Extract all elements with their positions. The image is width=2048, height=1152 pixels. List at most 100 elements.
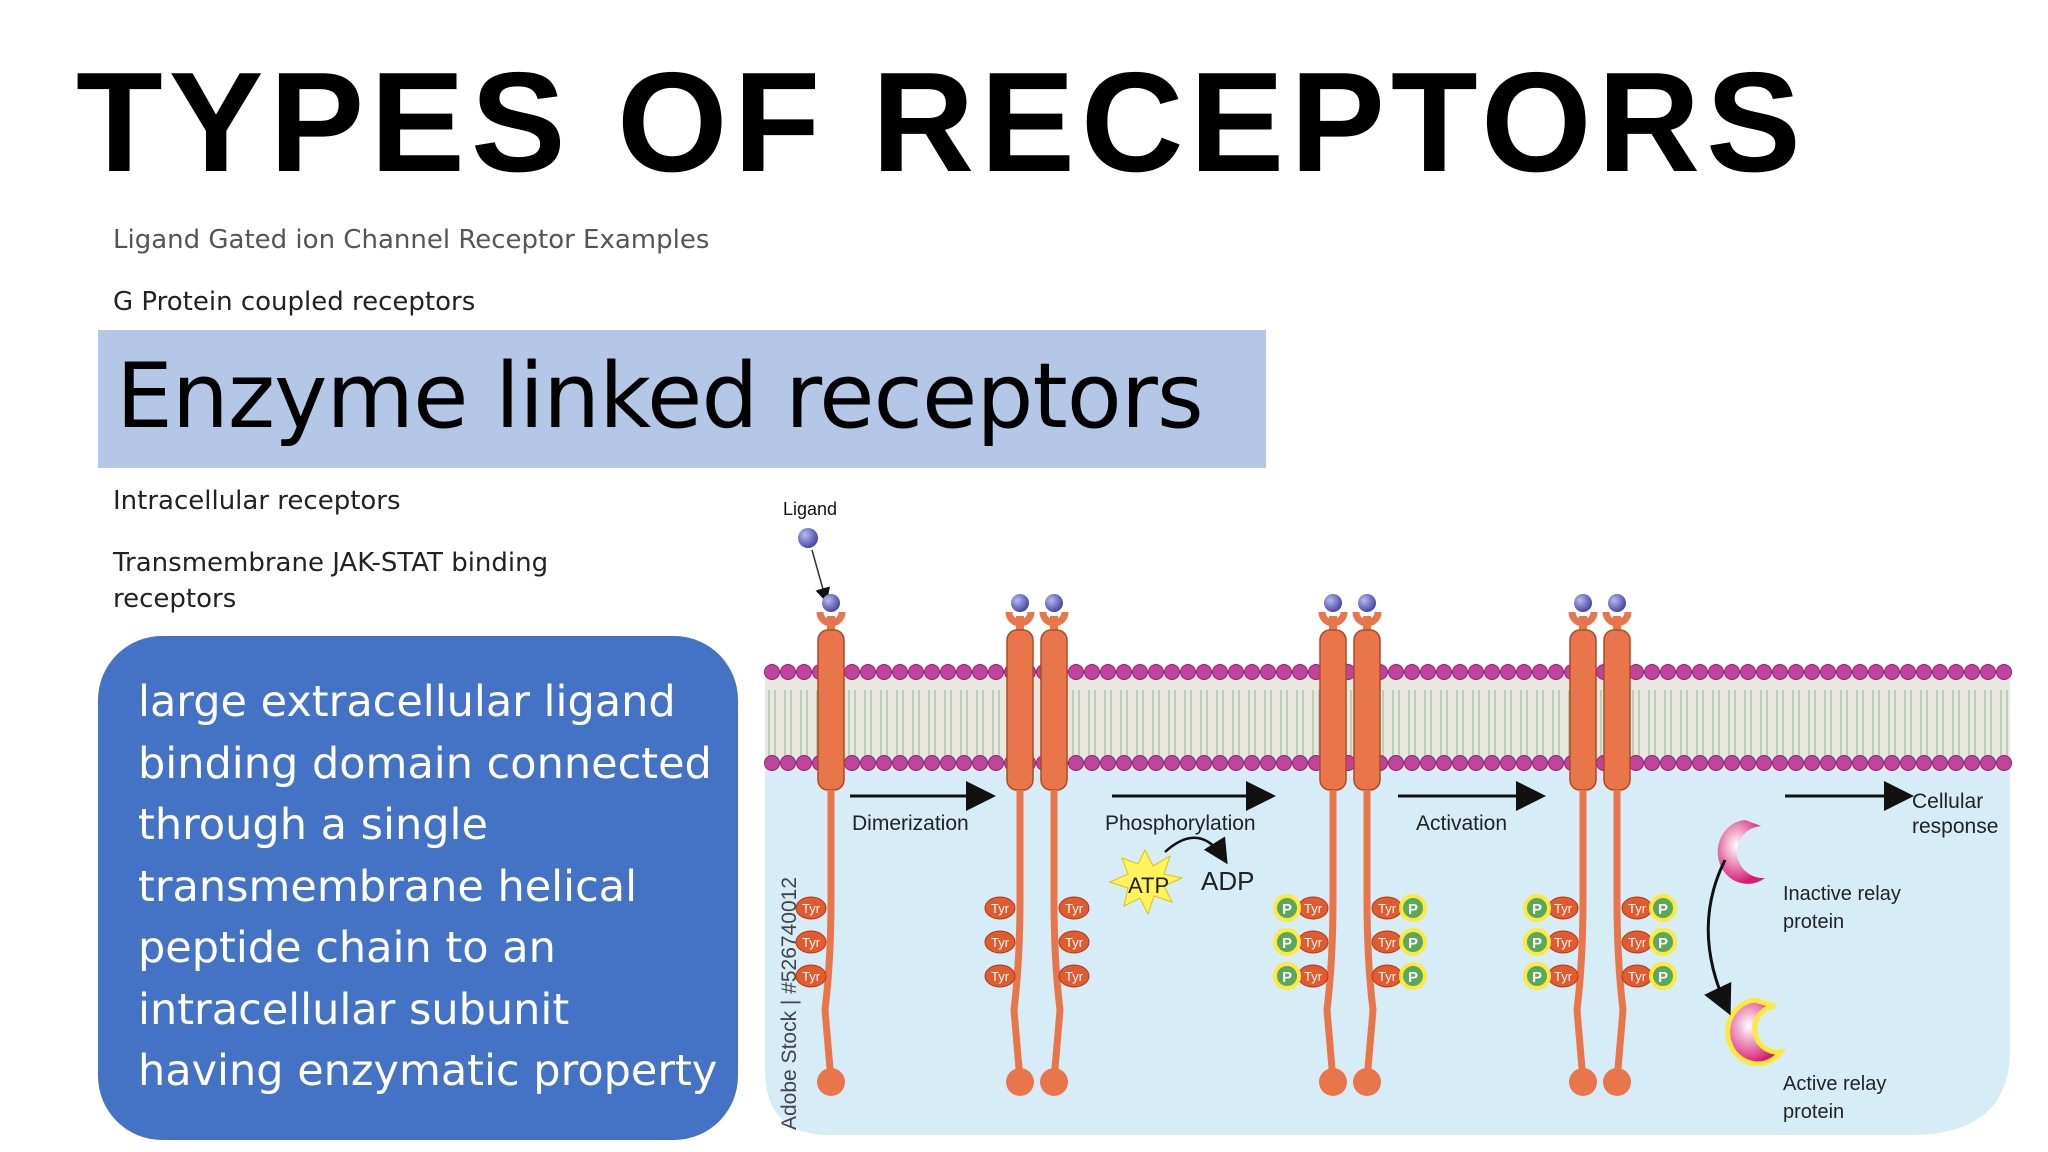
enzyme-domain (1006, 1068, 1034, 1096)
phospholipid-head (1132, 664, 1148, 680)
adp-label: ADP (1201, 866, 1254, 896)
phospholipid-head (1516, 664, 1532, 680)
tyrosine-site (1058, 930, 1090, 954)
bound-ligand (1324, 594, 1342, 612)
phospholipid-head (1900, 755, 1916, 771)
phospholipid-head (1964, 755, 1980, 771)
phospholipid-head (892, 664, 908, 680)
intracellular-tail (1573, 790, 1587, 1081)
tyrosine-label: Tyr (1554, 901, 1573, 916)
phospholipid-head (1404, 755, 1420, 771)
intracellular-tail (1613, 790, 1627, 1081)
tyrosine-site (795, 930, 827, 954)
list-item-g-protein: G Protein coupled receptors (113, 287, 476, 317)
phospholipid-head (924, 755, 940, 771)
phospholipid-head (1996, 755, 2012, 771)
atp-label: ATP (1128, 873, 1169, 898)
phospholipid-head (1980, 755, 1996, 771)
phosphate-label: P (1408, 969, 1418, 986)
phospholipid-head (1804, 664, 1820, 680)
phospholipid-head (1116, 664, 1132, 680)
phospholipid-head (1868, 664, 1884, 680)
phospholipid-head (1516, 755, 1532, 771)
enzyme-domain (817, 1068, 845, 1096)
tyrosine-label: Tyr (1065, 935, 1084, 950)
inactive-relay-line2: protein (1783, 911, 1844, 933)
phospholipid-head (780, 664, 796, 680)
phospholipid-head (1708, 664, 1724, 680)
description-box: large extracellular ligand binding domai… (98, 636, 738, 1140)
phosphate-group (1523, 894, 1551, 922)
phospholipid-head (1084, 755, 1100, 771)
tyrosine-site (984, 896, 1016, 920)
phospholipid-head (1676, 664, 1692, 680)
phospholipid-head (940, 755, 956, 771)
phospholipid-head (1884, 664, 1900, 680)
bound-ligand (1358, 594, 1376, 612)
membrane-core (765, 675, 2010, 770)
phospholipid-head (1084, 664, 1100, 680)
phospholipid-head (1980, 664, 1996, 680)
phospholipid-head (1484, 664, 1500, 680)
phospholipid-head (844, 664, 860, 680)
phospholipid-head (1228, 664, 1244, 680)
tyrosine-label: Tyr (1628, 935, 1647, 950)
phospholipid-head (1996, 664, 2012, 680)
phospholipid-head (1452, 664, 1468, 680)
tyrosine-label: Tyr (1304, 935, 1323, 950)
phosphate-label: P (1282, 901, 1292, 918)
phosphate-group (1273, 928, 1301, 956)
phospholipid-head (1452, 755, 1468, 771)
phospholipid-head (1100, 755, 1116, 771)
phospholipid-head (764, 664, 780, 680)
phospholipid-head (844, 755, 860, 771)
highlighted-item-label: Enzyme linked receptors (116, 344, 1204, 449)
inactive-relay-protein (1717, 820, 1765, 884)
phospholipid-head (1884, 755, 1900, 771)
tyrosine-label: Tyr (1378, 935, 1397, 950)
phospholipid-head (1420, 664, 1436, 680)
phospholipid-head (940, 664, 956, 680)
transmembrane-helix (1040, 629, 1068, 791)
phospholipid-head (1260, 664, 1276, 680)
list-item-intracellular: Intracellular receptors (113, 486, 401, 516)
watermark-text: Adobe Stock | #526740012 (778, 877, 801, 1130)
phospholipid-head (1740, 664, 1756, 680)
tyrosine-label: Tyr (1304, 901, 1323, 916)
phospholipid-head (1740, 755, 1756, 771)
phospholipid-head (1644, 755, 1660, 771)
phosphate-group (1523, 962, 1551, 990)
phosphate-label: P (1658, 935, 1668, 952)
tyrosine-label: Tyr (1378, 901, 1397, 916)
phospholipid-head (1772, 755, 1788, 771)
phospholipid-head (956, 664, 972, 680)
phospholipid-head (764, 755, 780, 771)
cellular-response-line1: Cellular (1912, 790, 1983, 813)
phosphorylation-label: Phosphorylation (1105, 812, 1256, 835)
dimerization-label: Dimerization (852, 812, 969, 835)
phospholipid-head (1388, 755, 1404, 771)
cellular-response-line2: response (1912, 815, 1998, 838)
phospholipid-head (1532, 755, 1548, 771)
phospholipid-head (1164, 755, 1180, 771)
phospholipid-head (1676, 755, 1692, 771)
tyrosine-label: Tyr (802, 901, 821, 916)
phosphate-group (1523, 928, 1551, 956)
phosphate-group (1649, 894, 1677, 922)
phospholipid-head (988, 664, 1004, 680)
phospholipid-head (1068, 664, 1084, 680)
free-ligand (798, 528, 818, 548)
phospholipid-head (1068, 755, 1084, 771)
tyrosine-site (984, 930, 1016, 954)
phospholipid-head (1788, 755, 1804, 771)
phospholipid-head (1292, 755, 1308, 771)
receptors-group: TyrTyrTyrTyrTyrTyrTyrTyrTyrTyrPTyrPTyrPT… (795, 594, 1677, 1096)
phospholipid-head (1180, 755, 1196, 771)
phospholipid-head (1932, 755, 1948, 771)
phospholipid-head (780, 755, 796, 771)
